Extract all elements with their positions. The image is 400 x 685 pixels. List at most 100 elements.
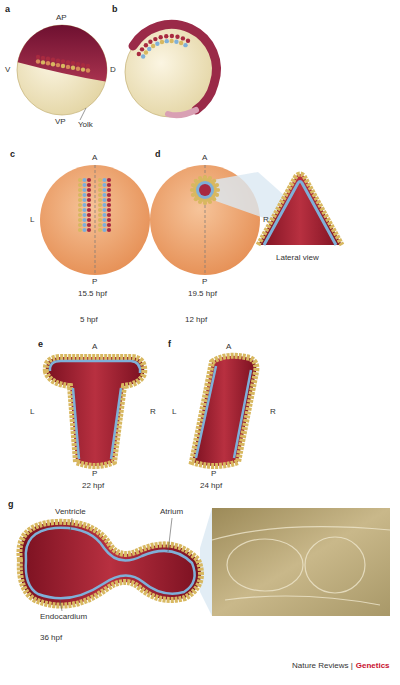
cell (82, 223, 86, 227)
cell (165, 39, 169, 43)
cell (87, 218, 91, 222)
cell (198, 176, 202, 180)
cell (46, 57, 50, 61)
cell (194, 197, 198, 201)
cell (174, 39, 178, 43)
cell (107, 223, 111, 227)
cell (86, 64, 90, 68)
cell (36, 59, 40, 63)
text-label: 22 hpf (82, 482, 104, 490)
text-label: 15.5 hpf (78, 290, 107, 298)
embryo-yolk (17, 25, 107, 115)
cell (82, 193, 86, 197)
cell (102, 188, 106, 192)
cell (191, 193, 195, 197)
cell (76, 67, 80, 71)
text-label: P (92, 470, 97, 478)
cell (82, 188, 86, 192)
cell (98, 183, 102, 187)
cell (78, 183, 82, 187)
cell (98, 203, 102, 207)
text-label: R (270, 408, 276, 416)
cell (98, 228, 102, 232)
blastoderm-cap (18, 25, 107, 82)
cone-ring-cells (190, 175, 220, 205)
cell (181, 36, 185, 40)
cell (190, 188, 194, 192)
text-label: D (110, 66, 116, 74)
embryo-dorsal (40, 165, 150, 275)
cell (87, 198, 91, 202)
cell (102, 208, 106, 212)
text-label: A (92, 343, 97, 351)
cell (71, 61, 75, 65)
cell (186, 39, 190, 43)
text-label: 36 hpf (40, 634, 62, 642)
cell (170, 34, 174, 38)
text-label: V (5, 66, 10, 74)
cell (98, 218, 102, 222)
cell (208, 176, 212, 180)
text-label: A (226, 343, 231, 351)
cell (144, 50, 148, 54)
cell (66, 65, 70, 69)
text-label: P (211, 470, 216, 478)
cardiac-cone (258, 174, 342, 245)
text-label: L (30, 408, 34, 416)
text-label: P (202, 278, 207, 286)
cell (46, 61, 50, 65)
cell (107, 203, 111, 207)
cell (140, 47, 144, 51)
panel-label: f (168, 340, 171, 349)
midline (95, 165, 96, 275)
cell (78, 213, 82, 217)
leader-line (168, 518, 172, 552)
panel-label: g (8, 500, 14, 509)
cell (61, 64, 65, 68)
heart-tube (192, 356, 256, 466)
cell (87, 178, 91, 182)
cell (87, 228, 91, 232)
cell (82, 208, 86, 212)
cell (169, 39, 173, 43)
cell (198, 200, 202, 204)
cell (107, 198, 111, 202)
cell (107, 213, 111, 217)
cell (56, 58, 60, 62)
cell (66, 60, 70, 64)
cell (102, 223, 106, 227)
cell (102, 178, 106, 182)
cell (82, 218, 86, 222)
heart-tube (46, 357, 144, 466)
cell-row (36, 55, 90, 73)
text-label: AP (56, 14, 67, 22)
cell (107, 188, 111, 192)
text-label: R (263, 216, 269, 224)
leader-line (70, 518, 72, 532)
cell (102, 183, 106, 187)
panel-label: d (155, 150, 161, 159)
cell (87, 213, 91, 217)
cell (212, 179, 216, 183)
cell (141, 54, 145, 58)
cell (102, 213, 106, 217)
cell (87, 188, 91, 192)
cell (102, 193, 106, 197)
cell (102, 198, 106, 202)
cell (82, 203, 86, 207)
cell (81, 63, 85, 67)
text-label: Lateral view (276, 254, 319, 262)
looped-heart (19, 522, 201, 606)
cell (203, 175, 207, 179)
cone-inner (199, 184, 211, 196)
cell (153, 37, 157, 41)
cell (56, 63, 60, 67)
cell (98, 208, 102, 212)
cell (212, 197, 216, 201)
cone-edge (258, 174, 342, 245)
heart-field-stripes (78, 178, 111, 232)
leader-line (80, 108, 86, 120)
cell (107, 178, 111, 182)
cell (78, 218, 82, 222)
panel-label: a (5, 5, 10, 14)
